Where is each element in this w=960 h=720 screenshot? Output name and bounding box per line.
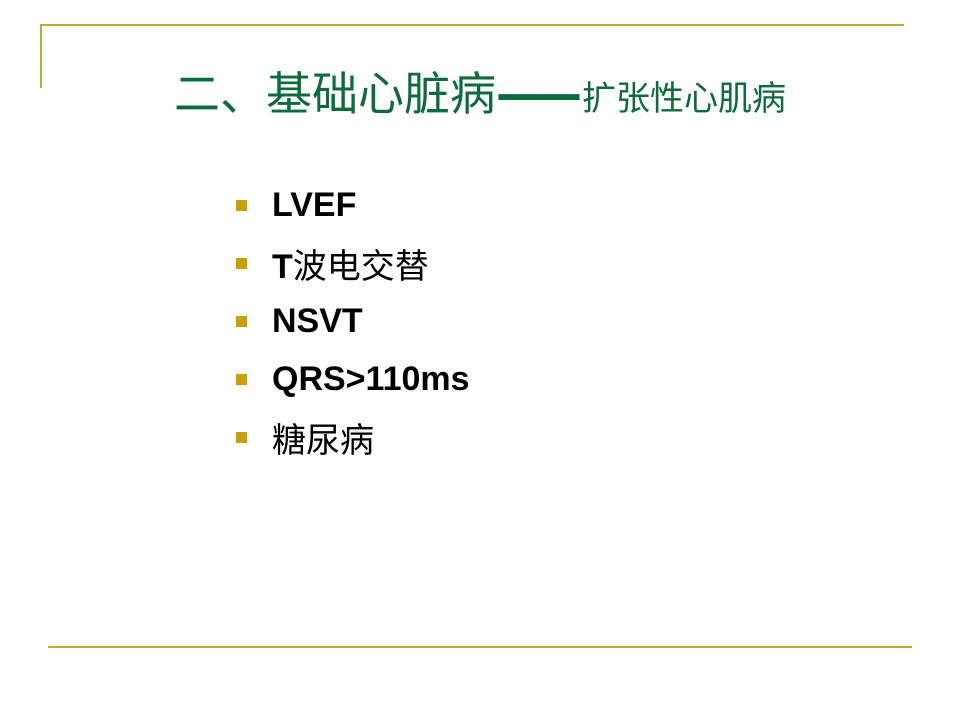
bullet-text: QRS>110ms: [272, 359, 470, 399]
bullet-latin: T: [272, 247, 293, 286]
title-dash: ——: [496, 67, 582, 121]
bullet-text: T波电交替: [272, 239, 429, 288]
square-bullet-icon: [236, 257, 247, 269]
bullet-text: 糖尿病: [272, 413, 374, 462]
square-bullet-icon: [236, 373, 247, 385]
title-subtitle: 扩张性心肌病: [582, 79, 786, 119]
bullet-text: LVEF: [272, 185, 356, 225]
bullet-text: NSVT: [272, 301, 363, 341]
bullet-cjk: 糖尿病: [272, 420, 374, 461]
bottom-rule: [48, 646, 912, 648]
top-rule: [40, 24, 904, 26]
square-bullet-icon: [236, 315, 247, 327]
square-bullet-icon: [236, 431, 247, 443]
bullet-item: T波电交替: [236, 234, 470, 292]
left-rule: [40, 24, 42, 88]
bullet-latin: LVEF: [272, 186, 357, 224]
bullet-item: LVEF: [236, 176, 470, 234]
bullet-cjk: 波电交替: [292, 246, 429, 287]
bullet-item: 糖尿病: [236, 408, 470, 466]
bullet-latin: NSVT: [272, 302, 363, 340]
bullet-latin: QRS>110ms: [272, 360, 470, 398]
title-main: 二、基础心脏病: [174, 67, 496, 121]
square-bullet-icon: [236, 199, 247, 211]
slide-title: 二、基础心脏病——扩张性心肌病: [0, 58, 960, 124]
bullet-item: NSVT: [236, 292, 470, 350]
bullet-item: QRS>110ms: [236, 350, 470, 408]
bullet-list: LVEF T波电交替 NSVT QRS>110ms 糖尿病: [236, 176, 470, 466]
